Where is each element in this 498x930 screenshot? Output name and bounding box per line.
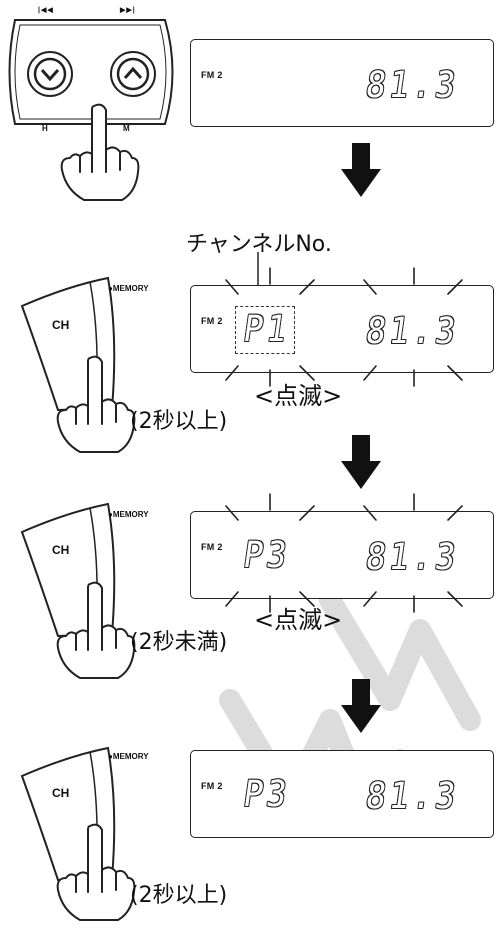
band-label: FM 2 <box>201 316 223 326</box>
ch-button-label: CH <box>52 543 70 557</box>
hold-note: (2秒未満) <box>130 630 228 655</box>
blink-note: <点滅> <box>254 382 343 410</box>
preset-number: P3 <box>240 774 293 815</box>
hold-note: (2秒以上) <box>130 883 228 908</box>
seek-down-icon[interactable] <box>27 51 73 97</box>
finger-press-icon <box>60 103 140 201</box>
seek-down-label: |◀◀ <box>38 7 54 14</box>
memory-label: ●MEMORY <box>108 510 149 519</box>
lcd-display-4: FM 2 P3 81.3 <box>190 750 494 838</box>
lcd-display-1: FM 2 81.3 <box>190 39 494 127</box>
finger-press-icon <box>56 823 136 921</box>
seek-up-label: ▶▶| <box>120 7 136 14</box>
frequency-readout: 81.3 <box>363 776 462 817</box>
blink-ray-icon <box>225 493 463 613</box>
ch-button-label: CH <box>52 318 70 332</box>
down-arrow-icon <box>341 435 381 489</box>
blink-ray-icon <box>225 267 463 387</box>
band-label: FM 2 <box>201 781 223 791</box>
seek-control-panel[interactable] <box>0 12 190 142</box>
lcd-display-3: FM 2 P3 81.3 <box>190 511 494 599</box>
down-arrow-icon <box>341 679 381 733</box>
h-label: H <box>42 124 48 133</box>
hold-note: (2秒以上) <box>130 409 228 434</box>
memory-label: ●MEMORY <box>108 284 149 293</box>
down-arrow-icon <box>341 143 381 197</box>
frequency-readout: 81.3 <box>363 65 462 106</box>
finger-press-icon <box>56 581 136 679</box>
ch-button-label: CH <box>52 786 70 800</box>
lcd-display-2: FM 2 P1 81.3 <box>190 285 494 373</box>
finger-press-icon <box>56 355 136 453</box>
memory-label: ●MEMORY <box>108 752 149 761</box>
blink-note: <点滅> <box>254 606 343 634</box>
channel-number-caption: チャンネルNo. <box>186 232 332 257</box>
m-label: M <box>123 124 130 133</box>
band-label: FM 2 <box>201 70 223 80</box>
preset-highlight-box <box>235 306 295 354</box>
band-label: FM 2 <box>201 542 223 552</box>
seek-up-icon[interactable] <box>110 51 156 97</box>
